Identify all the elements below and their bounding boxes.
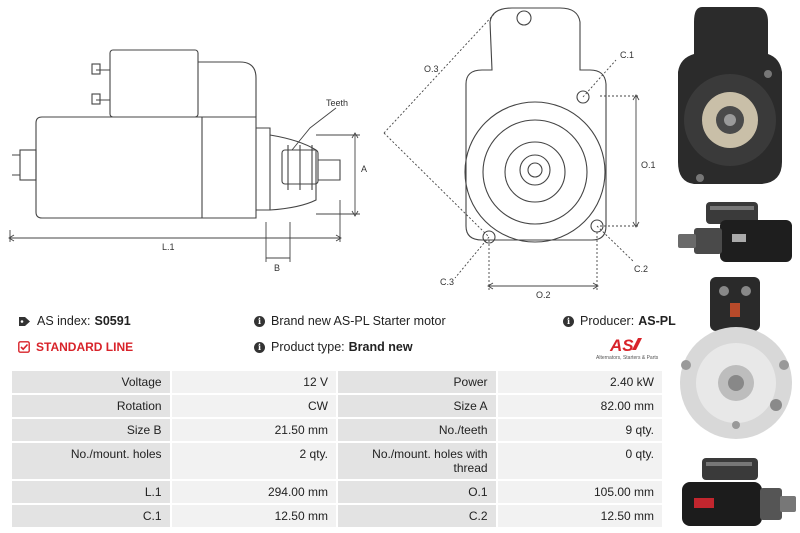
spec-label: No./mount. holes bbox=[10, 441, 172, 481]
teeth-label: Teeth bbox=[326, 98, 348, 108]
producer-value: AS-PL bbox=[638, 314, 676, 328]
dimension-a-label: A bbox=[361, 164, 367, 174]
photo-front-view bbox=[672, 2, 800, 188]
brand-text: Brand new AS-PL Starter motor bbox=[271, 314, 446, 328]
table-row: Voltage 12 V Power 2.40 kW bbox=[10, 369, 665, 395]
dimension-o1-label: O.1 bbox=[641, 160, 656, 170]
spec-value: 82.00 mm bbox=[495, 393, 665, 419]
as-index-label: AS index: bbox=[37, 314, 91, 328]
spec-label: O.1 bbox=[335, 479, 498, 505]
spec-value: 21.50 mm bbox=[169, 417, 338, 443]
product-type-row: i Product type: Brand new bbox=[254, 340, 413, 354]
spec-value: 105.00 mm bbox=[495, 479, 665, 505]
product-type-value: Brand new bbox=[348, 340, 413, 354]
product-type-label: Product type: bbox=[271, 340, 345, 354]
product-photos bbox=[672, 0, 800, 533]
dimension-l1-label: L.1 bbox=[162, 242, 175, 252]
as-pl-logo: AS Alternators, Starters & Parts bbox=[596, 334, 664, 362]
spec-value: 0 qty. bbox=[495, 441, 665, 481]
dimension-b-label: B bbox=[274, 263, 280, 273]
spec-label: Size A bbox=[335, 393, 498, 419]
photo-rear-view bbox=[672, 273, 800, 445]
spec-label: No./mount. holes with thread bbox=[335, 441, 498, 481]
spec-label: L.1 bbox=[10, 479, 172, 505]
checkbox-checked-icon bbox=[18, 341, 30, 353]
specifications-table: Voltage 12 V Power 2.40 kW Rotation CW S… bbox=[10, 369, 665, 529]
brand-row: i Brand new AS-PL Starter motor bbox=[254, 314, 446, 328]
logo-tagline: Alternators, Starters & Parts bbox=[596, 355, 659, 361]
table-row: Rotation CW Size A 82.00 mm bbox=[10, 393, 665, 419]
logo-mark: AS bbox=[609, 336, 634, 355]
as-index-value: S0591 bbox=[94, 314, 131, 328]
spec-label: No./teeth bbox=[335, 417, 498, 443]
spec-label: Voltage bbox=[10, 369, 172, 395]
spec-value: 12.50 mm bbox=[495, 503, 665, 529]
tag-icon bbox=[18, 316, 31, 327]
spec-value: 12.50 mm bbox=[169, 503, 338, 529]
front-view-drawing bbox=[464, 7, 607, 244]
side-view-drawing: Teeth A L.1 B bbox=[8, 7, 656, 300]
spec-value: 12 V bbox=[169, 369, 338, 395]
hole-c1-label: C.1 bbox=[620, 50, 634, 60]
info-icon: i bbox=[254, 315, 265, 327]
dimension-o3-label: O.3 bbox=[424, 64, 439, 74]
spec-label: C.1 bbox=[10, 503, 172, 529]
spec-value: CW bbox=[169, 393, 338, 419]
standard-line-label: STANDARD LINE bbox=[36, 340, 134, 354]
table-row: Size B 21.50 mm No./teeth 9 qty. bbox=[10, 417, 665, 443]
photo-side-view bbox=[672, 192, 800, 270]
table-row: L.1 294.00 mm O.1 105.00 mm bbox=[10, 479, 665, 505]
spec-value: 2.40 kW bbox=[495, 369, 665, 395]
spec-label: Rotation bbox=[10, 393, 172, 419]
info-icon: i bbox=[563, 315, 574, 327]
technical-drawings: Teeth A L.1 B bbox=[0, 0, 670, 305]
standard-line-row: STANDARD LINE bbox=[18, 340, 133, 354]
producer-label: Producer: bbox=[580, 314, 635, 328]
spec-value: 2 qty. bbox=[169, 441, 338, 481]
info-icon: i bbox=[254, 341, 265, 353]
spec-label: Power bbox=[335, 369, 498, 395]
table-row: C.1 12.50 mm C.2 12.50 mm bbox=[10, 503, 665, 529]
dimension-o2-label: O.2 bbox=[536, 290, 551, 300]
hole-c2-label: C.2 bbox=[634, 264, 648, 274]
spec-label: C.2 bbox=[335, 503, 498, 529]
spec-value: 9 qty. bbox=[495, 417, 665, 443]
spec-label: Size B bbox=[10, 417, 172, 443]
table-row: No./mount. holes 2 qty. No./mount. holes… bbox=[10, 441, 665, 481]
product-info: AS index: S0591 STANDARD LINE i Brand ne… bbox=[12, 312, 676, 366]
spec-value: 294.00 mm bbox=[169, 479, 338, 505]
as-index-row: AS index: S0591 bbox=[18, 314, 131, 328]
hole-c3-label: C.3 bbox=[440, 277, 454, 287]
photo-angled-view bbox=[672, 450, 800, 532]
producer-row: i Producer: AS-PL bbox=[563, 314, 676, 328]
